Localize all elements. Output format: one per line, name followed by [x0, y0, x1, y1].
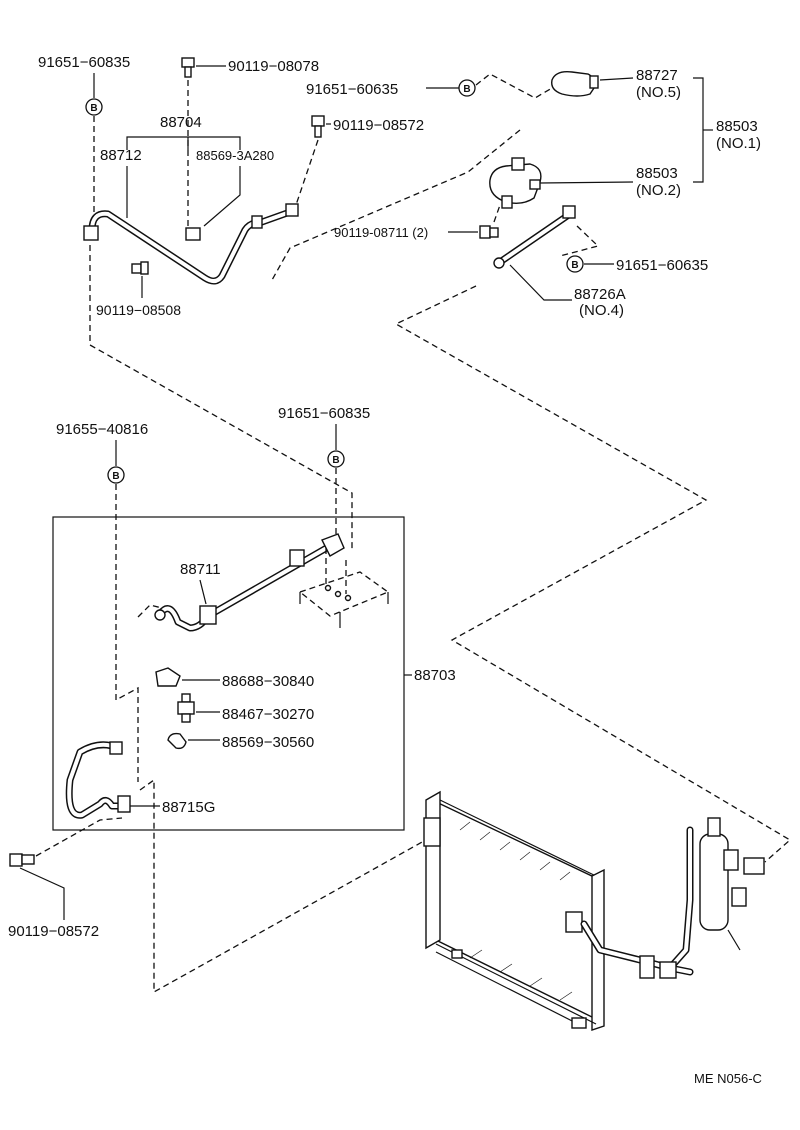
leader-line [539, 181, 634, 184]
receiver-drier-icon [580, 817, 765, 979]
label-91651-60835-top: 91651−60835 [38, 54, 130, 71]
dashed-route [139, 778, 441, 994]
label-90119-08711: 90119-08711 (2) [334, 225, 428, 240]
fitting-88727-icon [551, 70, 599, 97]
bracket-line [693, 77, 704, 183]
label-88726a-no: (NO.4) [579, 302, 624, 319]
badge-b-icon: B [85, 98, 103, 116]
bolt-90119-08572-icon [311, 115, 325, 138]
condenser-icon [423, 790, 605, 1031]
leader-line [199, 579, 207, 605]
dashed-guide [115, 484, 139, 782]
label-88569-3A280: 88569-3A280 [196, 148, 274, 163]
leader-line [599, 77, 634, 81]
mount-bracket-icon [299, 548, 390, 628]
label-88503-group-no: (NO.1) [716, 135, 761, 152]
label-88727-no: (NO.5) [636, 84, 681, 101]
valve-88467-30270-icon [177, 693, 195, 723]
label-88715G: 88715G [162, 799, 215, 816]
dashed-guide [475, 73, 553, 99]
svg-text:B: B [90, 103, 97, 114]
badge-b-icon: B [107, 466, 125, 484]
label-90119-08078: 90119−08078 [228, 58, 319, 75]
label-88704: 88704 [160, 114, 202, 131]
clamp-88569-30560-icon [167, 732, 187, 750]
label-88726a: 88726A [574, 286, 626, 303]
bolt-90119-08078-icon [181, 57, 195, 78]
label-90119-08572-bottom: 90119−08572 [8, 923, 99, 940]
dashed-guide [295, 139, 319, 206]
dashed-guide [559, 225, 600, 257]
svg-text:B: B [571, 260, 578, 271]
label-91651-60835-mid: 91651−60835 [278, 405, 370, 422]
label-88727: 88727 [636, 67, 678, 84]
label-88503-no2: 88503 [636, 165, 678, 182]
label-88688-30840: 88688−30840 [222, 673, 314, 690]
label-88711: 88711 [180, 561, 221, 578]
dashed-guide [271, 129, 521, 281]
pipe-88712 [83, 203, 299, 285]
dashed-guide [493, 204, 501, 223]
dashed-route [89, 245, 353, 550]
clip-88688-30840-icon [155, 667, 181, 687]
badge-b-icon: B [566, 255, 584, 273]
badge-b-icon: B [458, 79, 476, 97]
dashed-guide [35, 817, 123, 857]
svg-text:B: B [463, 84, 470, 95]
valve-88503-icon [489, 157, 542, 209]
label-88569-30560: 88569−30560 [222, 734, 314, 751]
bolt-90119-08508-icon [131, 261, 149, 275]
label-90119-08508: 90119−08508 [96, 302, 181, 318]
label-88703: 88703 [414, 667, 456, 684]
svg-text:B: B [112, 471, 119, 482]
svg-text:B: B [332, 455, 339, 466]
label-91651-60635-right: 91651−60635 [616, 257, 708, 274]
pipe-88715g [65, 741, 131, 819]
leader-line [19, 867, 65, 920]
label-91651-60635-top: 91651−60635 [306, 81, 398, 98]
label-88467-30270: 88467−30270 [222, 706, 314, 723]
label-88503-no2-no: (NO.2) [636, 182, 681, 199]
bracket-line [126, 136, 241, 150]
hose-88726a [493, 205, 576, 269]
label-88712: 88712 [100, 147, 142, 164]
dashed-route [394, 285, 792, 863]
label-88503-group: 88503 [716, 118, 758, 135]
bolt-90119-08711-icon [479, 225, 499, 239]
label-91655-40816: 91655−40816 [56, 421, 148, 438]
label-90119-08572-top: 90119−08572 [333, 117, 424, 134]
pipe-88711 [154, 533, 345, 632]
dashed-guide [137, 604, 163, 618]
diagram-code: ME N056-C [694, 1071, 762, 1086]
badge-b-icon: B [327, 450, 345, 468]
leader-line [203, 166, 241, 227]
leader-line [509, 264, 572, 301]
assembly-box-88703 [52, 516, 405, 831]
bolt-90119-08572-icon [9, 853, 35, 867]
